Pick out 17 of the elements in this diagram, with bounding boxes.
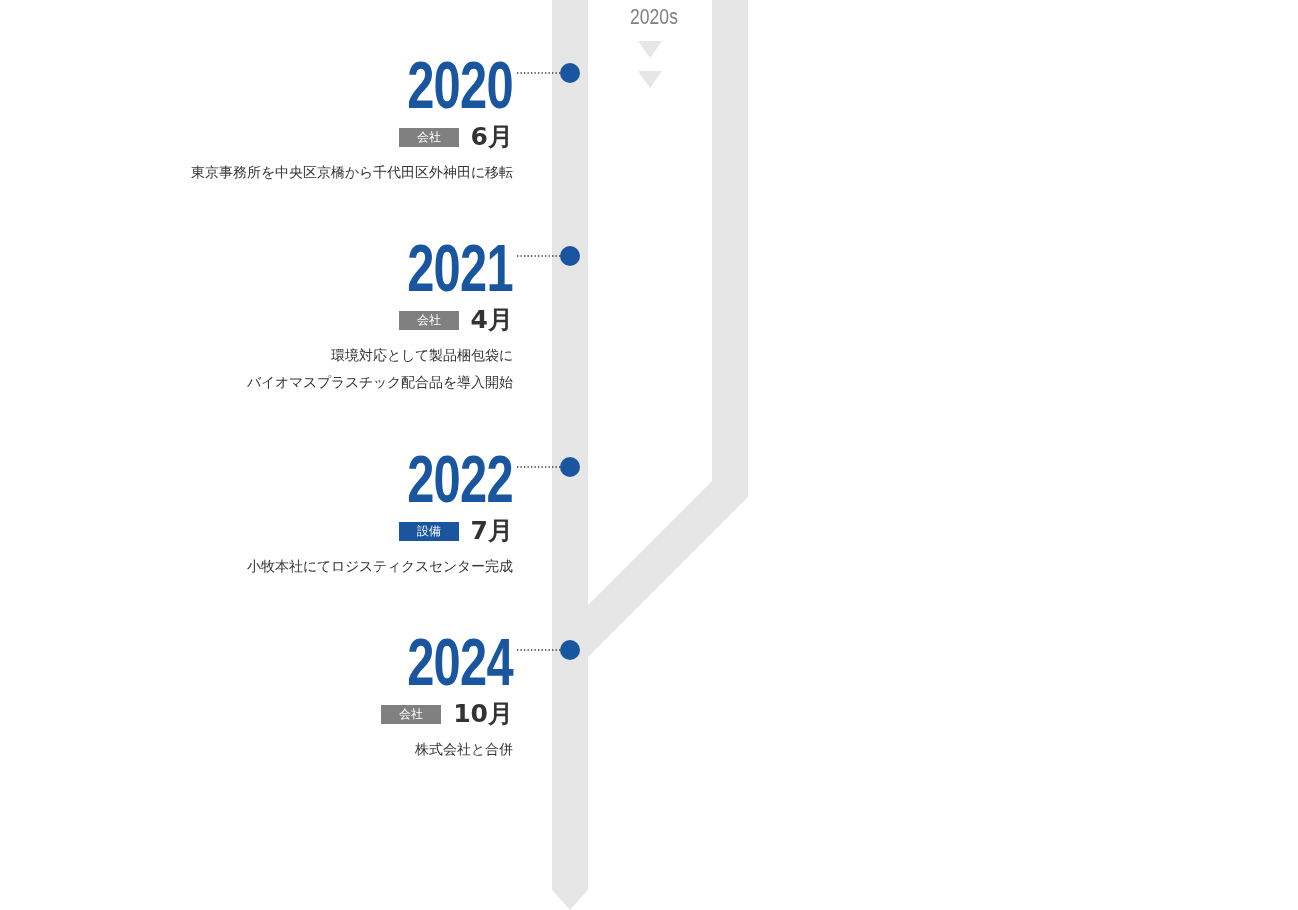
event-description: 株式会社と合併 xyxy=(414,740,513,759)
year-label: 2024 xyxy=(407,632,513,692)
year-label: 2022 xyxy=(407,449,513,509)
year-label: 2021 xyxy=(407,238,513,298)
category-tag: 会社 xyxy=(381,704,442,724)
month-label: 6月 xyxy=(470,123,513,151)
decade-label: 2020s xyxy=(630,4,678,30)
event-description: 環境対応として製品梱包袋にバイオマスプラスチック配合品を導入開始 xyxy=(246,346,513,392)
month-label: 7月 xyxy=(470,517,513,545)
year-label: 2020 xyxy=(407,55,513,115)
category-tag: 会社 xyxy=(398,310,459,330)
event-description: 小牧本社にてロジスティクスセンター完成 xyxy=(246,557,513,576)
month-label: 10月 xyxy=(453,700,513,728)
category-tag: 会社 xyxy=(398,127,459,147)
month-label: 4月 xyxy=(470,306,513,334)
category-tag: 設備 xyxy=(398,521,459,541)
event-description: 東京事務所を中央区京橋から千代田区外神田に移転 xyxy=(190,163,513,182)
